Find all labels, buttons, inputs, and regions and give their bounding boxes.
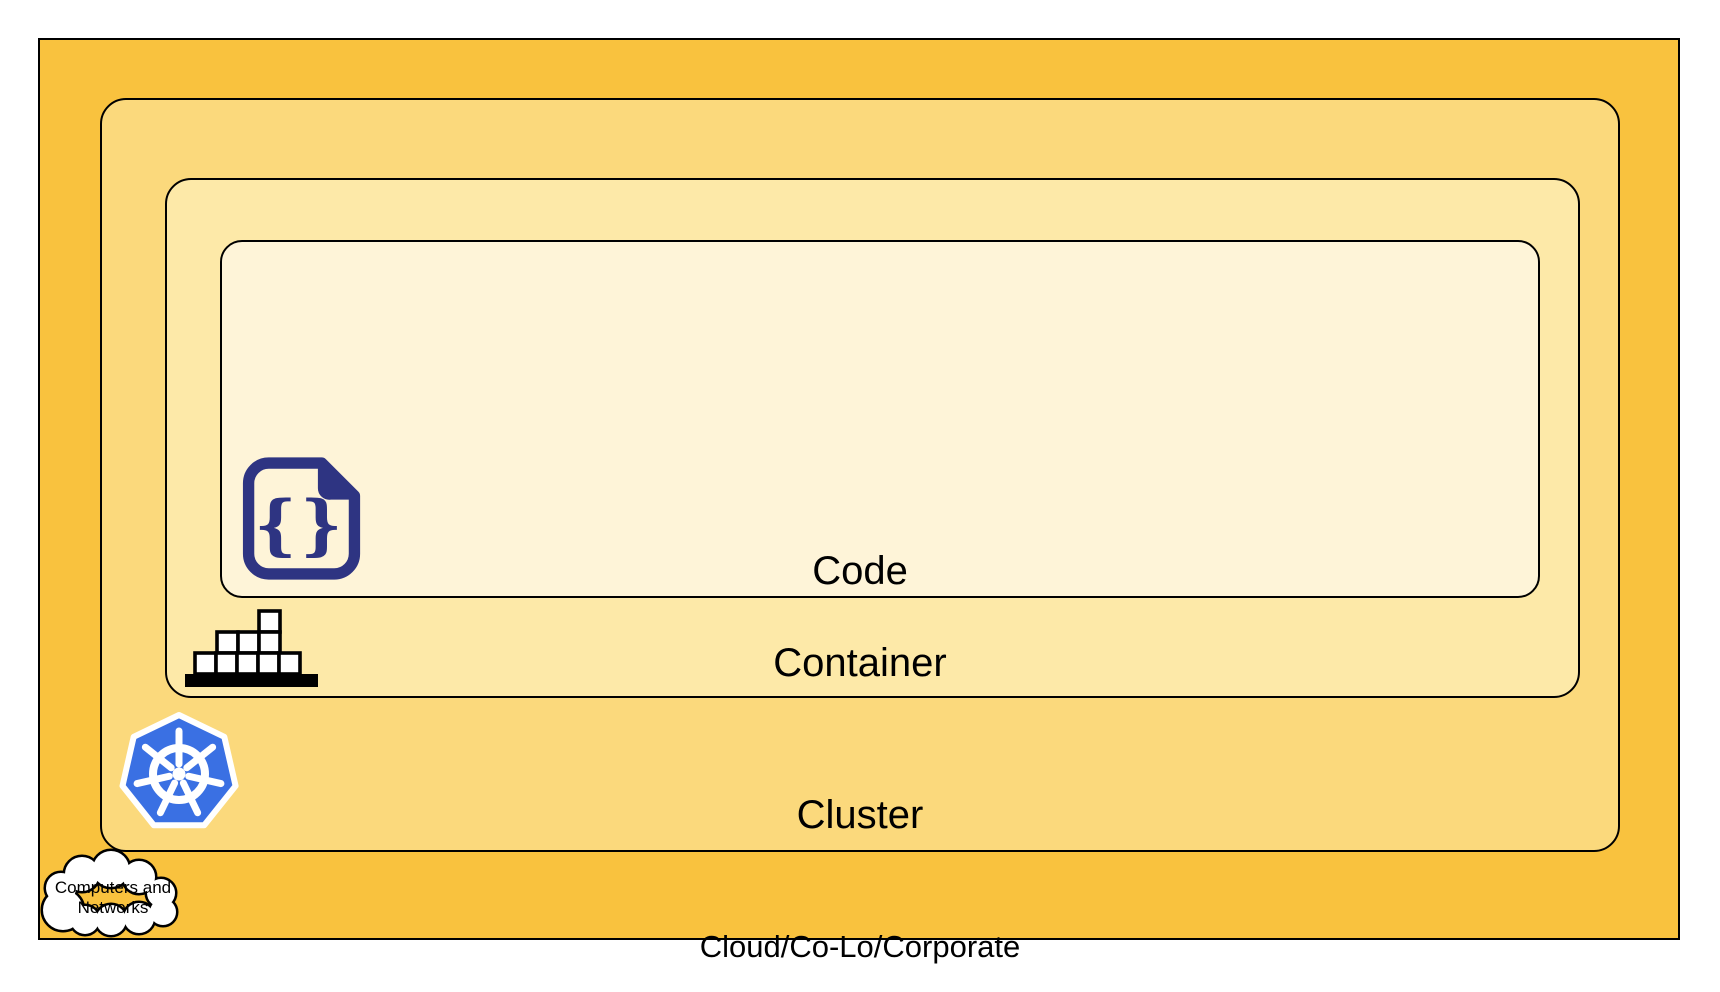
document-outline (242, 457, 361, 580)
cloud-icon: Computers and Networks (40, 848, 179, 938)
cluster-label: Cluster (796, 793, 924, 837)
deck-base (185, 674, 318, 687)
code-label: Code (812, 549, 908, 593)
cloud-fill (43, 851, 176, 935)
wheel-ring (149, 744, 209, 804)
layer-code (220, 240, 1540, 598)
container-label: Container (773, 641, 947, 685)
kubernetes-helm-icon (119, 712, 239, 829)
cloud-label-line1: Computers and (55, 878, 171, 897)
code-file-icon: {} (242, 457, 361, 580)
datacenter-label: Cloud/Co-Lo/Corporate Datacenter (0, 852, 1720, 992)
wheel-hub (172, 767, 186, 781)
braces-glyph: {} (254, 486, 346, 563)
cloud-label-line2: Networks (78, 898, 149, 917)
block-stack (193, 609, 302, 676)
container-blocks-icon (185, 609, 318, 687)
datacenter-label-line1: Cloud/Co-Lo/Corporate (699, 929, 1021, 964)
folded-corner (317, 461, 356, 500)
